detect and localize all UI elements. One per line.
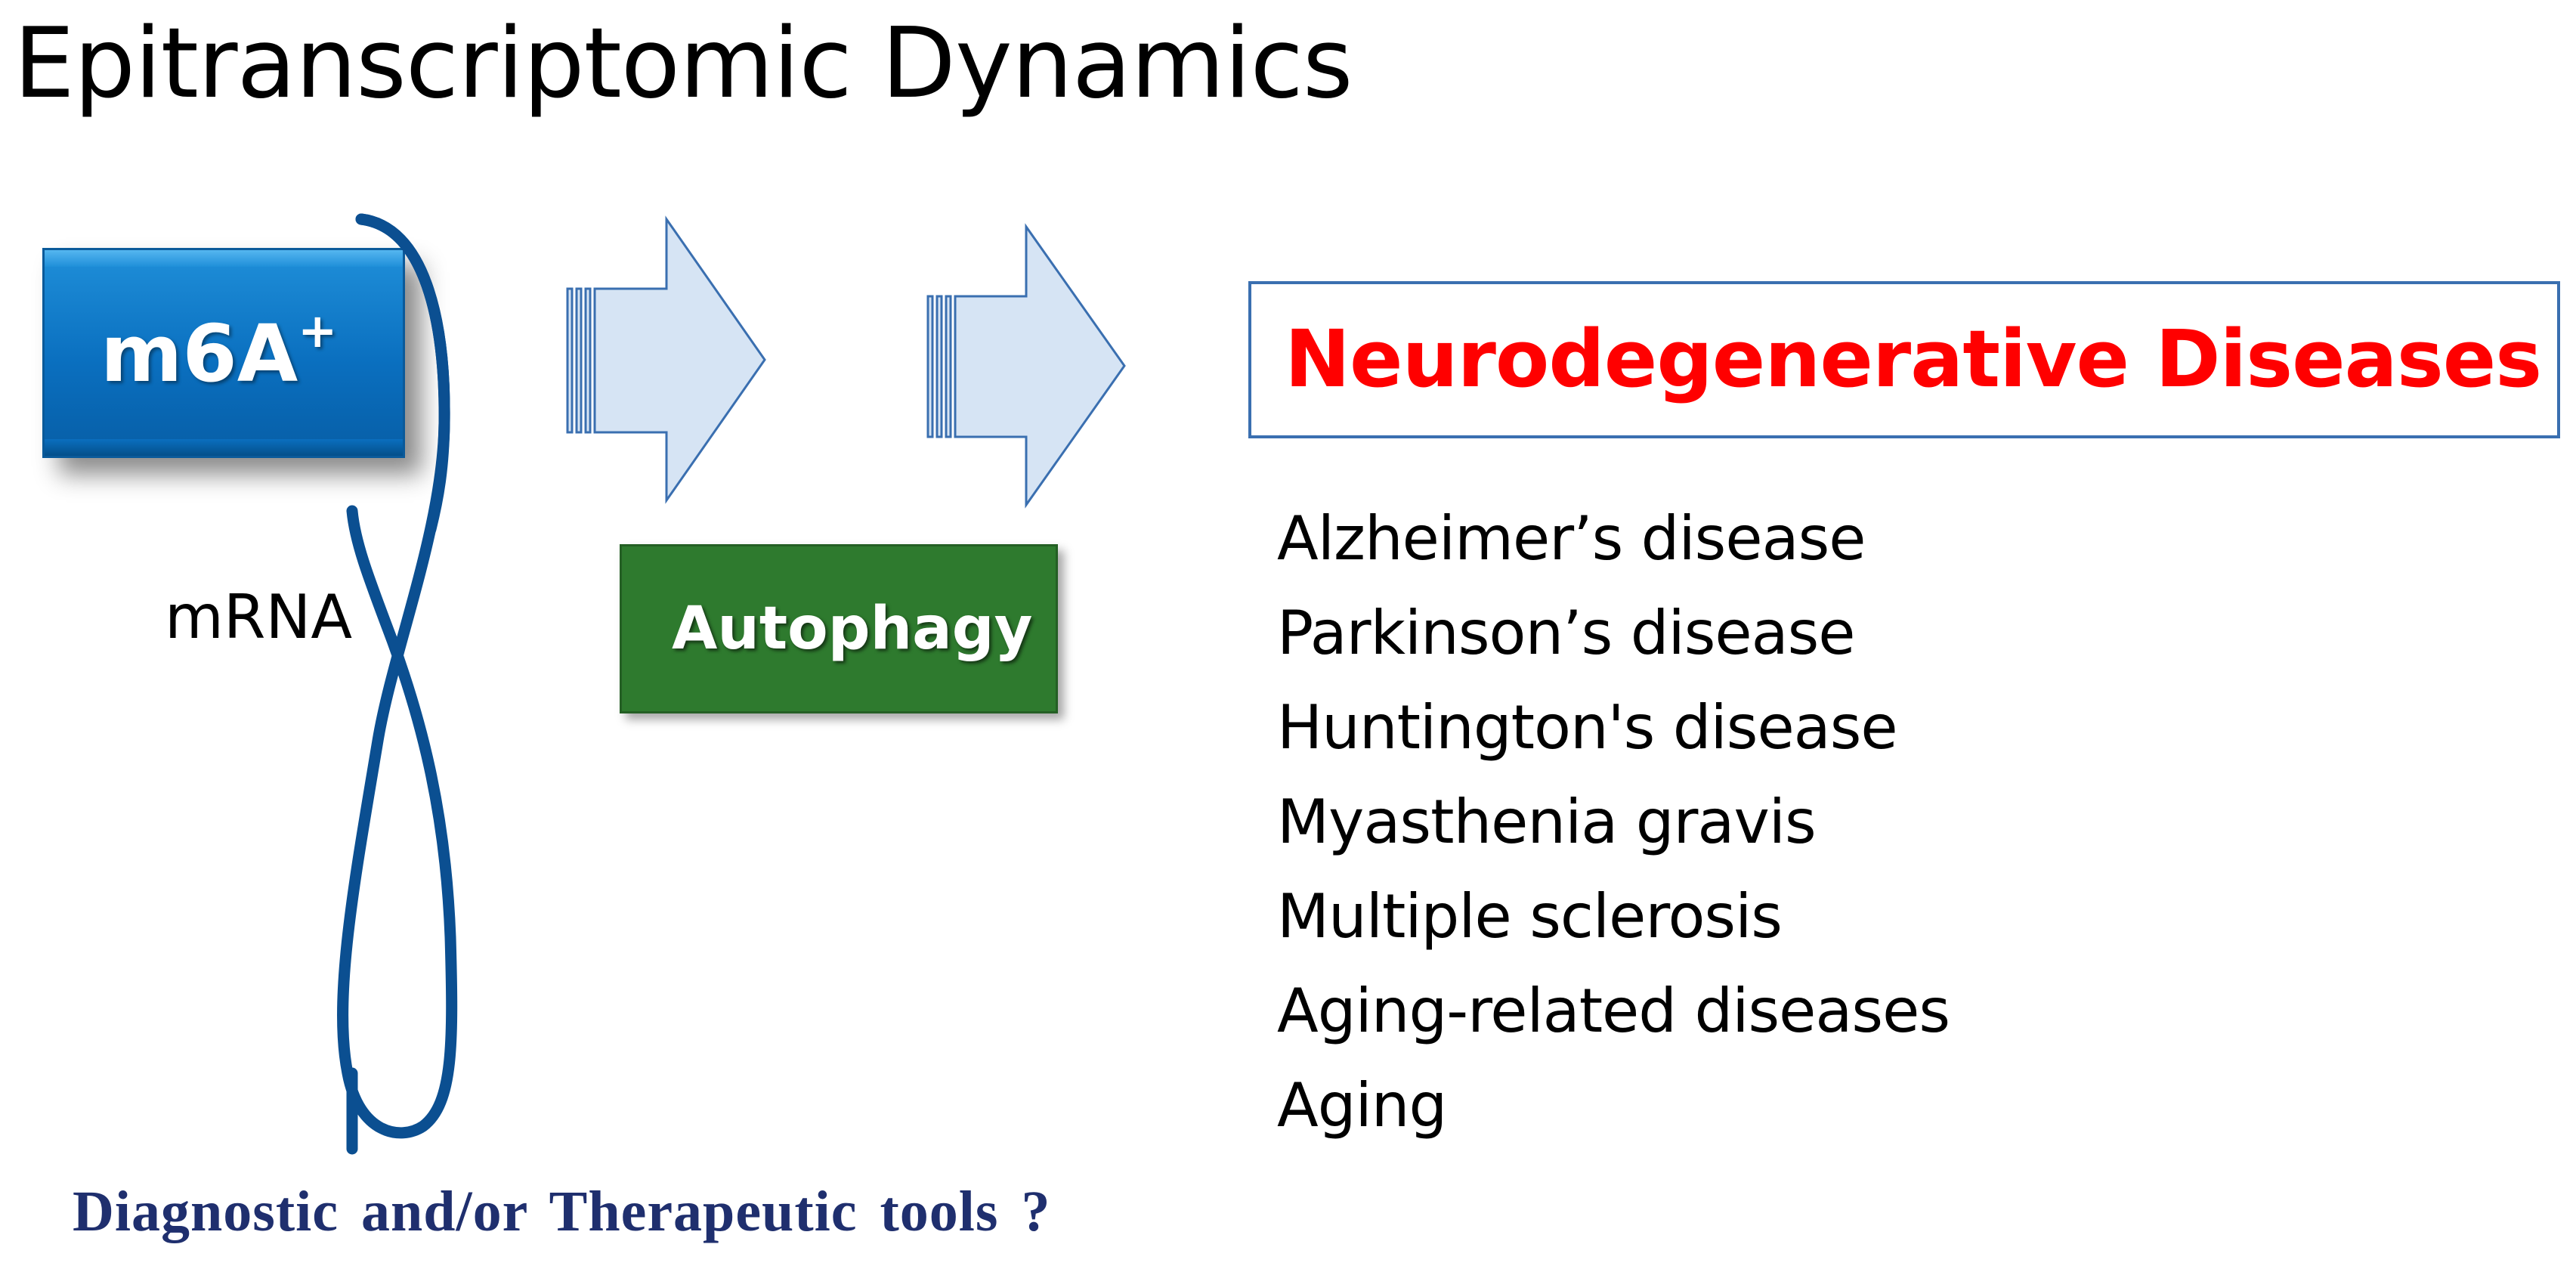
autophagy-box: Autophagy — [620, 544, 1058, 713]
m6a-superscript: + — [298, 303, 338, 358]
m6a-box: m6A+ — [42, 248, 405, 458]
page-title: Epitranscriptomic Dynamics — [14, 8, 1353, 120]
autophagy-label: Autophagy — [672, 595, 1033, 663]
m6a-label-text: m6A — [101, 308, 298, 400]
diagnostic-therapeutic-question: Diagnostic and/or Therapeutic tools ? — [73, 1180, 1051, 1243]
disease-item: Parkinson’s disease — [1277, 598, 1856, 668]
mrna-label: mRNA — [165, 582, 353, 652]
m6a-box-bevel-bottom — [45, 439, 403, 456]
disease-item: Alzheimer’s disease — [1277, 503, 1866, 574]
disease-item: Multiple sclerosis — [1277, 881, 1783, 952]
neurodegenerative-diseases-title: Neurodegenerative Diseases — [1285, 313, 2542, 405]
disease-item: Myasthenia gravis — [1277, 787, 1817, 857]
arrow-1 — [566, 215, 766, 504]
neurodegenerative-diseases-box: Neurodegenerative Diseases — [1248, 281, 2560, 438]
m6a-box-bevel-top — [45, 250, 403, 267]
disease-item: Huntington's disease — [1277, 692, 1898, 763]
disease-item: Aging-related diseases — [1277, 976, 1950, 1046]
m6a-label: m6A+ — [101, 303, 337, 400]
disease-item: Aging — [1277, 1070, 1447, 1141]
disease-list: Alzheimer’s disease Parkinson’s disease … — [1277, 491, 1950, 1153]
arrow-2 — [926, 223, 1126, 509]
